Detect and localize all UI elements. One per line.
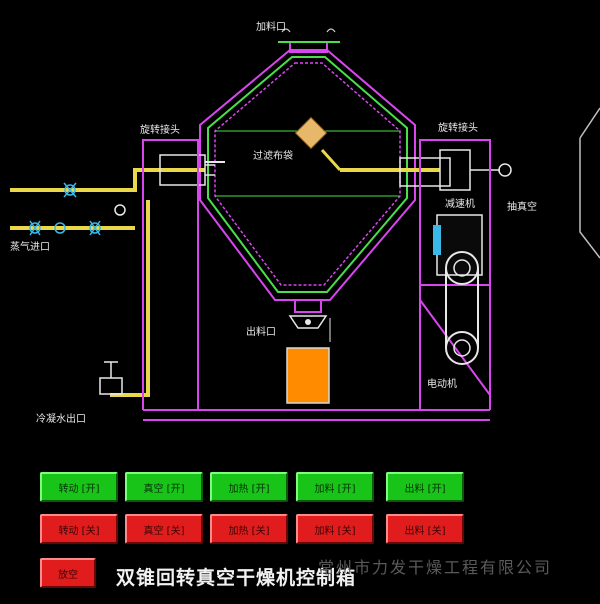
feed-off-button[interactable]: 加料 [关] (296, 514, 374, 544)
vacuum-on-button[interactable]: 真空 [开] (125, 472, 203, 502)
adjacent-unit-outline (579, 107, 600, 259)
heat-off-button[interactable]: 加热 [关] (210, 514, 288, 544)
label-steam-inlet: 蒸气进口 (10, 242, 50, 253)
label-feed-port: 加料口 (256, 22, 286, 33)
vacuum-off-button[interactable]: 真空 [关] (125, 514, 203, 544)
label-reducer: 减速机 (445, 199, 475, 210)
discharge-on-button[interactable]: 出料 [开] (386, 472, 464, 502)
label-discharge-port: 出料口 (246, 327, 276, 338)
feed-on-button[interactable]: 加料 [开] (296, 472, 374, 502)
double-cone-vessel (199, 28, 416, 342)
condensate-valve (99, 361, 123, 395)
reducer-motor (433, 214, 483, 365)
rotary-shafts (159, 149, 512, 191)
support-frame (142, 139, 491, 421)
control-box-title: 双锥回转真空干燥机控制箱 (116, 567, 357, 589)
filter-bag (294, 116, 342, 172)
label-rotary-joint-right: 旋转接头 (438, 123, 478, 134)
heat-on-button[interactable]: 加热 [开] (210, 472, 288, 502)
rotate-on-button[interactable]: 转动 [开] (40, 472, 118, 502)
pipe-valves (29, 182, 126, 236)
label-condensate-outlet: 冷凝水出口 (36, 414, 86, 425)
label-filter-bag: 过滤布袋 (253, 151, 293, 162)
label-motor: 电动机 (427, 379, 457, 390)
vent-button[interactable]: 放空 (40, 558, 96, 588)
company-watermark: 常州市力发干燥工程有限公司 (318, 558, 553, 577)
label-vacuum: 抽真空 (507, 202, 537, 213)
discharge-off-button[interactable]: 出料 [关] (386, 514, 464, 544)
label-rotary-joint-left: 旋转接头 (140, 125, 180, 136)
steam-pipes (10, 161, 440, 397)
rotate-off-button[interactable]: 转动 [关] (40, 514, 118, 544)
discharge-bin (286, 347, 330, 404)
